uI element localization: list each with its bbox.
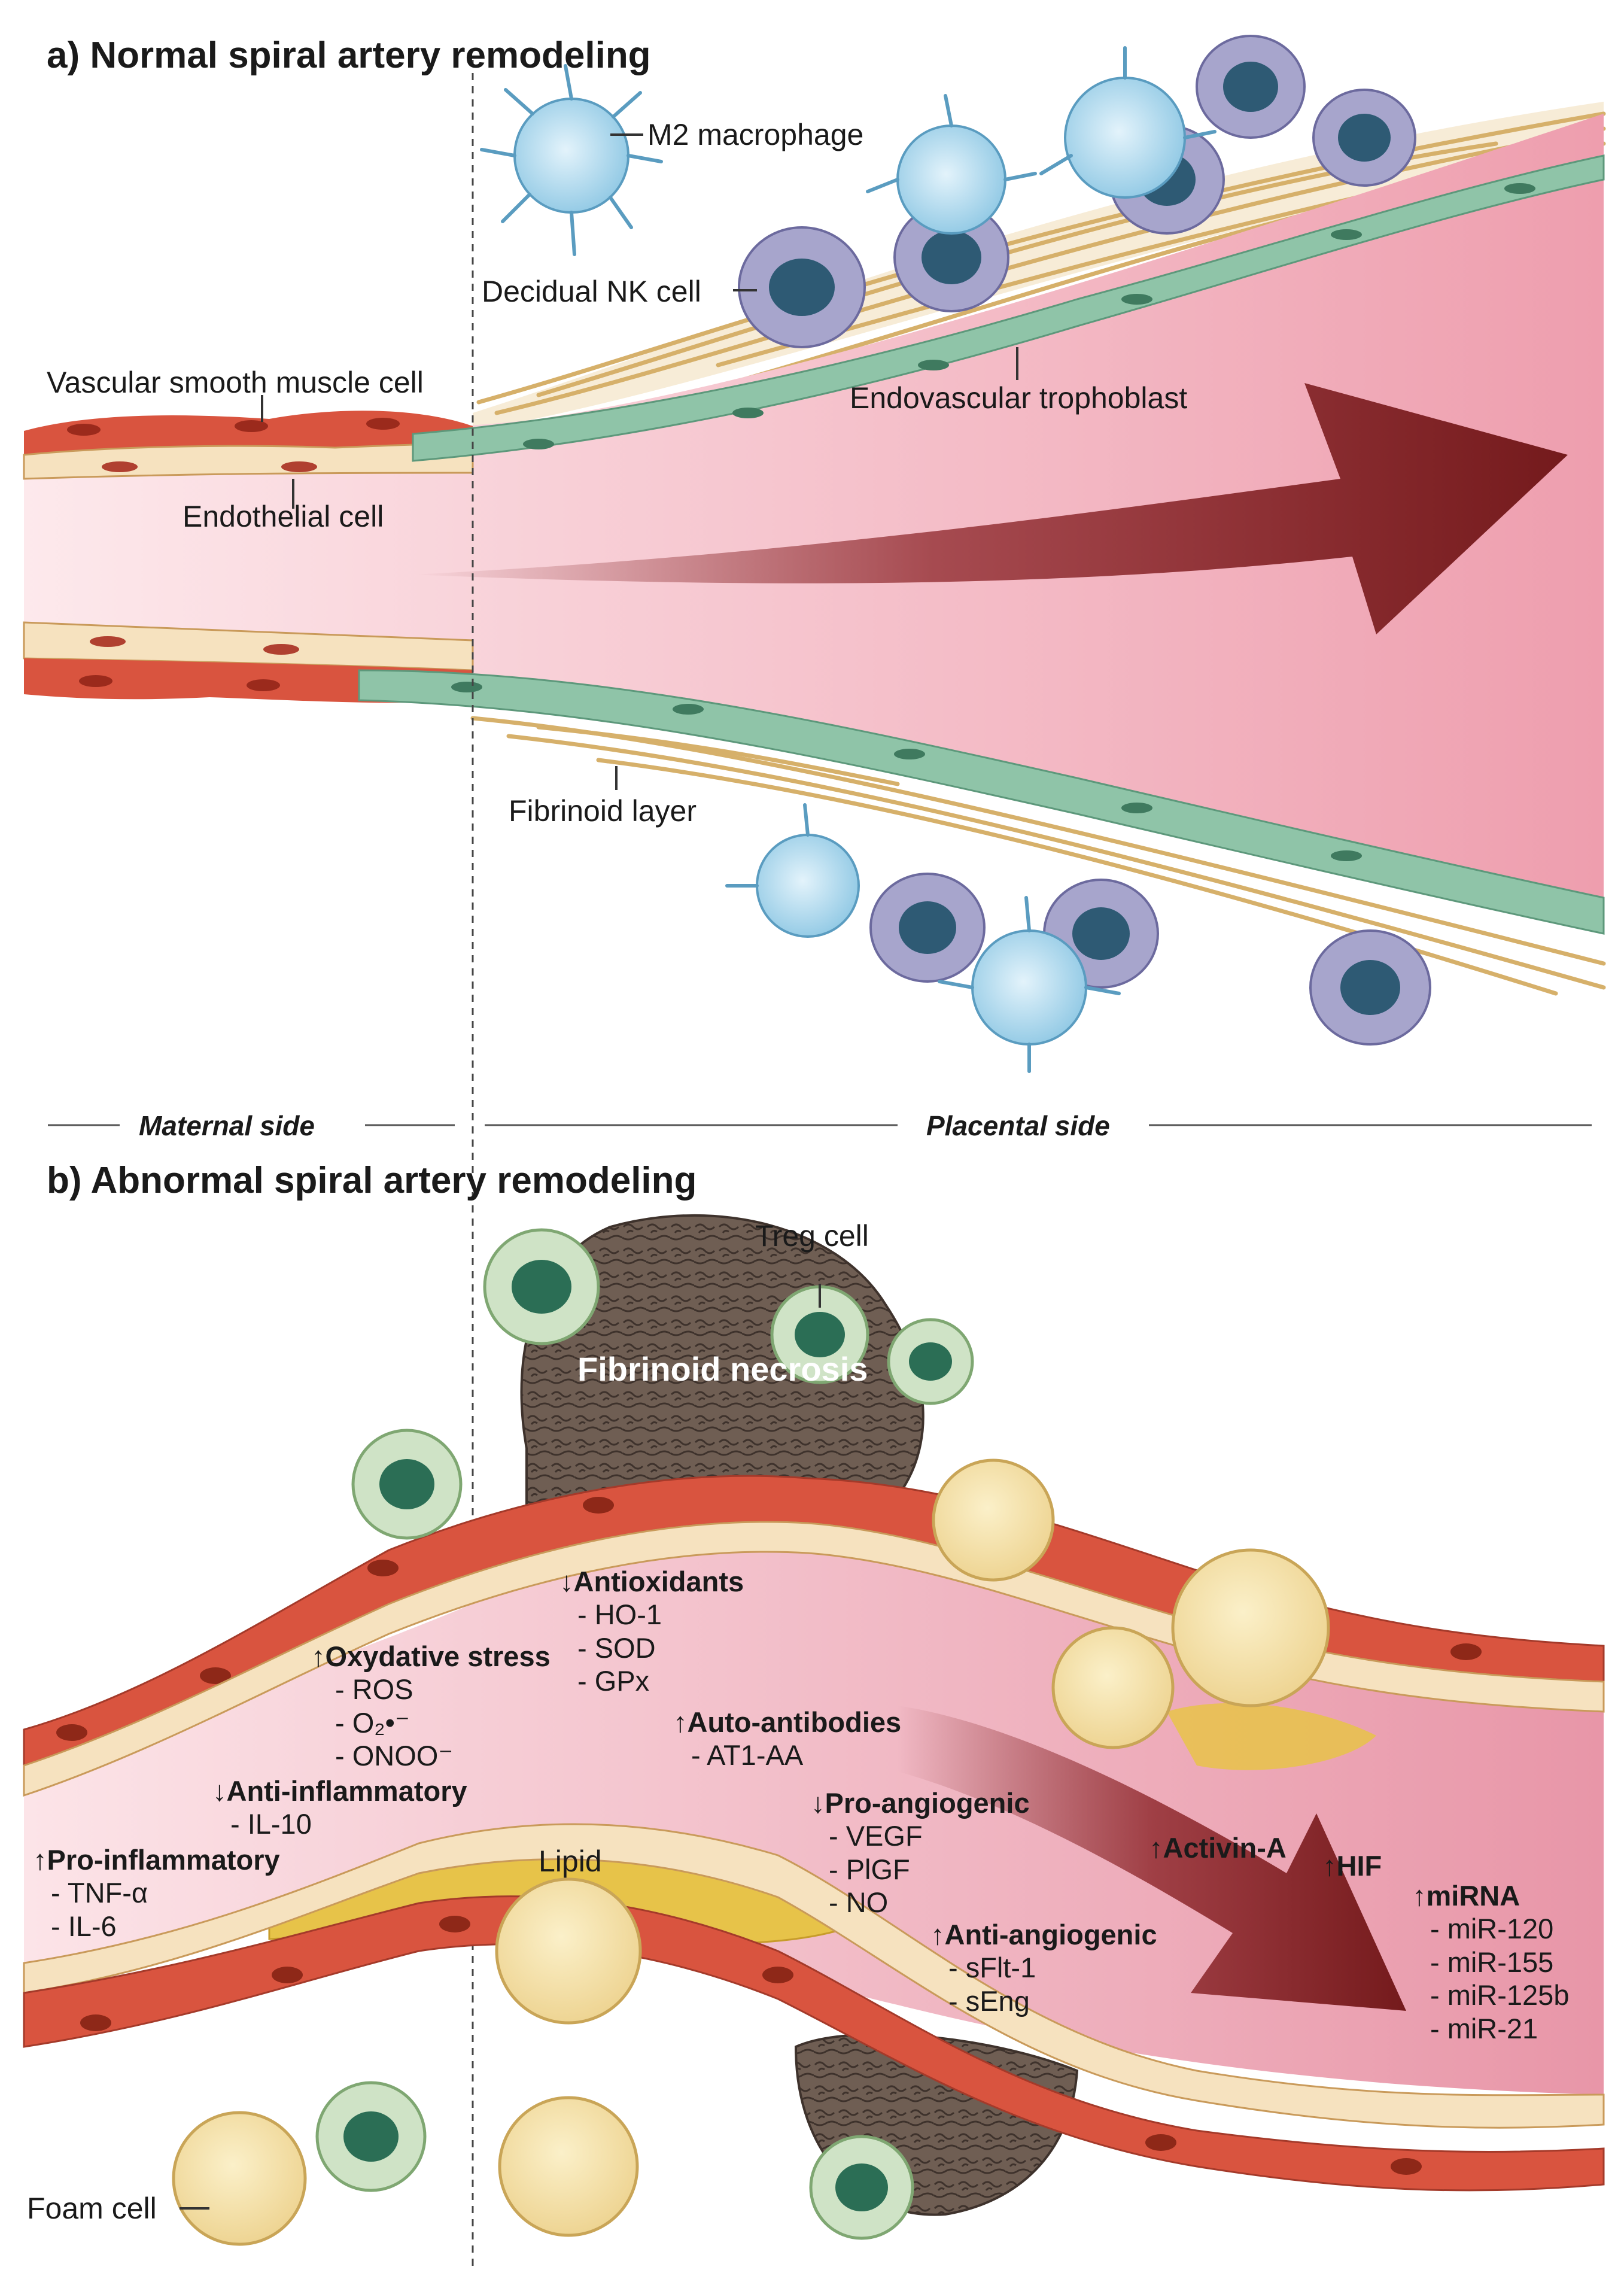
foam-cell-icon — [172, 1458, 1330, 2246]
blood-flow-arrow-a — [413, 383, 1568, 634]
trophoblast-nuclei-bottom — [451, 682, 1362, 861]
leader-lines-a — [261, 133, 1018, 790]
factor-anti-inflammatory: ↓Anti-inflammatory - IL-10 — [212, 1775, 467, 1840]
label-m2-macrophage: M2 macrophage — [647, 118, 864, 151]
trophoblast-layer-top — [412, 154, 1605, 462]
factor-anti-angiogenic: ↑Anti-angiogenic - sFlt-1 - sEng — [930, 1919, 1157, 2017]
m2-macrophage-icon — [480, 64, 663, 256]
trophoblast-nuclei-top — [523, 183, 1535, 449]
factor-mirna: ↑miRNA - miR-120 - miR-155 - miR-125b - … — [1412, 1880, 1570, 2044]
label-fibrinoid-layer: Fibrinoid layer — [509, 794, 697, 828]
factor-antioxidants: ↓Antioxidants - HO-1 - SOD - GPx — [559, 1566, 744, 1697]
endothelium-top-a — [23, 442, 474, 480]
vsmc-top-a — [24, 411, 473, 455]
label-fibrinoid-necrosis: Fibrinoid necrosis — [577, 1350, 868, 1388]
label-vascular-smooth-muscle-cell: Vascular smooth muscle cell — [47, 366, 424, 399]
label-endothelial-cell: Endothelial cell — [183, 500, 384, 533]
vsmc-nuclei-top-b — [56, 1497, 1482, 1741]
label-foam-cell: Foam cell — [27, 2192, 157, 2225]
vsmc-nuclei-bottom-b — [80, 1916, 1422, 2175]
label-endovascular-trophoblast: Endovascular trophoblast — [850, 381, 1188, 415]
factor-pro-angiogenic: ↓Pro-angiogenic - VEGF - PlGF - NO — [811, 1787, 1030, 1919]
label-lipid: Lipid — [539, 1844, 602, 1878]
label-placental-side: Placental side — [926, 1110, 1110, 1141]
blood-flow-arrow-b — [898, 1706, 1406, 2011]
trophoblast-layer-bottom — [358, 669, 1605, 935]
leader-lines-b — [180, 1284, 821, 2210]
factor-hif: ↑HIF — [1322, 1850, 1382, 1882]
factor-pro-inflammatory: ↑Pro-inflammatory - TNF-α - IL-6 — [33, 1844, 280, 1942]
panel-a-title: a) Normal spiral artery remodeling — [47, 35, 651, 76]
label-decidual-nk-cell: Decidual NK cell — [482, 275, 701, 308]
macrophage-cluster — [725, 46, 1217, 1073]
treg-cell-icon — [315, 1228, 974, 2240]
factor-activin-a: ↑Activin-A — [1149, 1832, 1287, 1864]
nk-cell-icon — [738, 35, 1431, 1046]
endothelium-bottom-b — [23, 1823, 1605, 2129]
label-maternal-side: Maternal side — [139, 1110, 315, 1141]
label-treg-cell: Treg cell — [755, 1219, 869, 1253]
panel-b-title: b) Abnormal spiral artery remodeling — [47, 1160, 697, 1201]
factor-oxidative-stress: ↑Oxydative stress - ROS - O₂•⁻ - ONOO⁻ — [311, 1640, 551, 1772]
factor-auto-antibodies: ↑Auto-antibodies - AT1-AA — [673, 1706, 902, 1771]
